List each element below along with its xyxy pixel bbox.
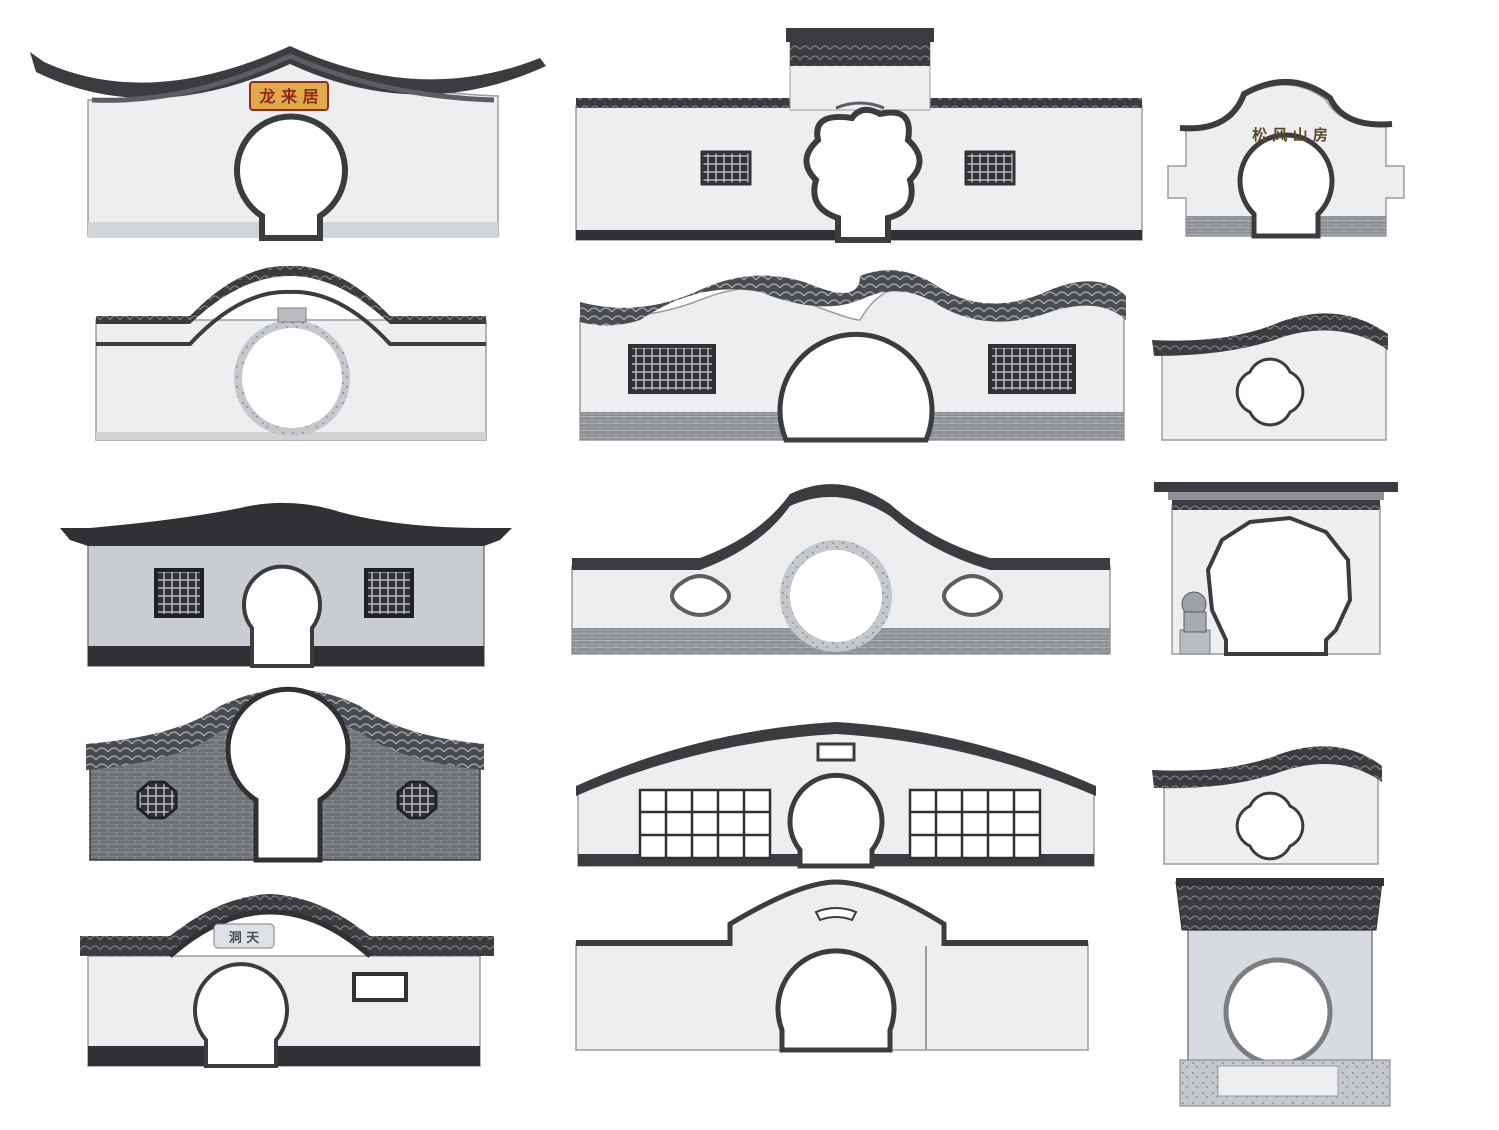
gate-03-plaque: 松 风 山 房 [1252, 126, 1328, 144]
gate-03-drawing: 松 风 山 房 [1167, 79, 1405, 239]
gate-07-drawing [60, 502, 512, 668]
gate-15-drawing [1175, 878, 1391, 1107]
gate-14-drawing [575, 879, 1089, 1053]
gate-01-plaque: 龙 来 居 [258, 87, 318, 106]
gate-04-drawing [95, 265, 487, 441]
gate-13-plaque: 洞 天 [229, 931, 261, 946]
gate-12-drawing [1152, 746, 1382, 865]
gate-08-drawing [571, 484, 1111, 655]
gate-01-drawing: 龙 来 居 [30, 46, 546, 241]
gate-09-drawing [1154, 482, 1398, 656]
gate-11-drawing [576, 722, 1096, 869]
gate-13-drawing: 洞 天 [80, 894, 494, 1068]
gate-05-drawing [579, 270, 1126, 443]
gate-06-drawing [1152, 313, 1388, 441]
gate-02-drawing [575, 28, 1143, 243]
stone-lion-icon [1179, 591, 1211, 655]
gate-10-drawing [86, 686, 484, 863]
